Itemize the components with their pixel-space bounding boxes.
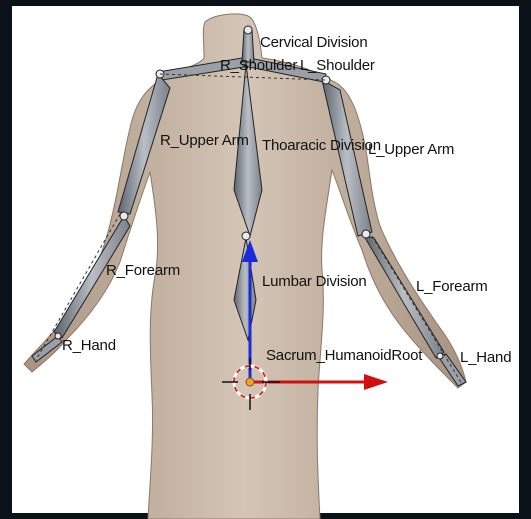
- label-r-forearm: R_Forearm: [106, 262, 180, 279]
- x-axis-arrowhead-icon[interactable]: [364, 374, 388, 390]
- joint-spine[interactable]: [242, 232, 250, 240]
- label-sacrum-humanoidroot: Sacrum_HumanoidRoot: [266, 347, 422, 364]
- joint-l-elbow[interactable]: [362, 230, 370, 238]
- joint-l-wrist[interactable]: [437, 353, 443, 359]
- label-l-forearm: L_Forearm: [416, 278, 488, 295]
- label-r-upper-arm: R_Upper Arm: [160, 132, 249, 149]
- label-r-hand: R_Hand: [62, 337, 116, 354]
- joint-neck[interactable]: [244, 26, 252, 34]
- label-lumbar-division: Lumbar Division: [262, 273, 367, 290]
- label-cervical-division: Cervical Division: [260, 34, 367, 51]
- label-thoracic-division: Thoaracic Division: [262, 137, 381, 154]
- joint-r-elbow[interactable]: [120, 212, 128, 220]
- label-r-shoulder: R_Shoulder: [220, 57, 297, 74]
- l-forearm-bone[interactable]: [364, 236, 444, 358]
- label-l-hand: L_Hand: [460, 349, 511, 366]
- label-l-upper-arm: L_Upper Arm: [368, 141, 454, 158]
- joint-r-wrist[interactable]: [55, 333, 61, 339]
- label-l-shoulder: L_Shoulder: [300, 57, 375, 74]
